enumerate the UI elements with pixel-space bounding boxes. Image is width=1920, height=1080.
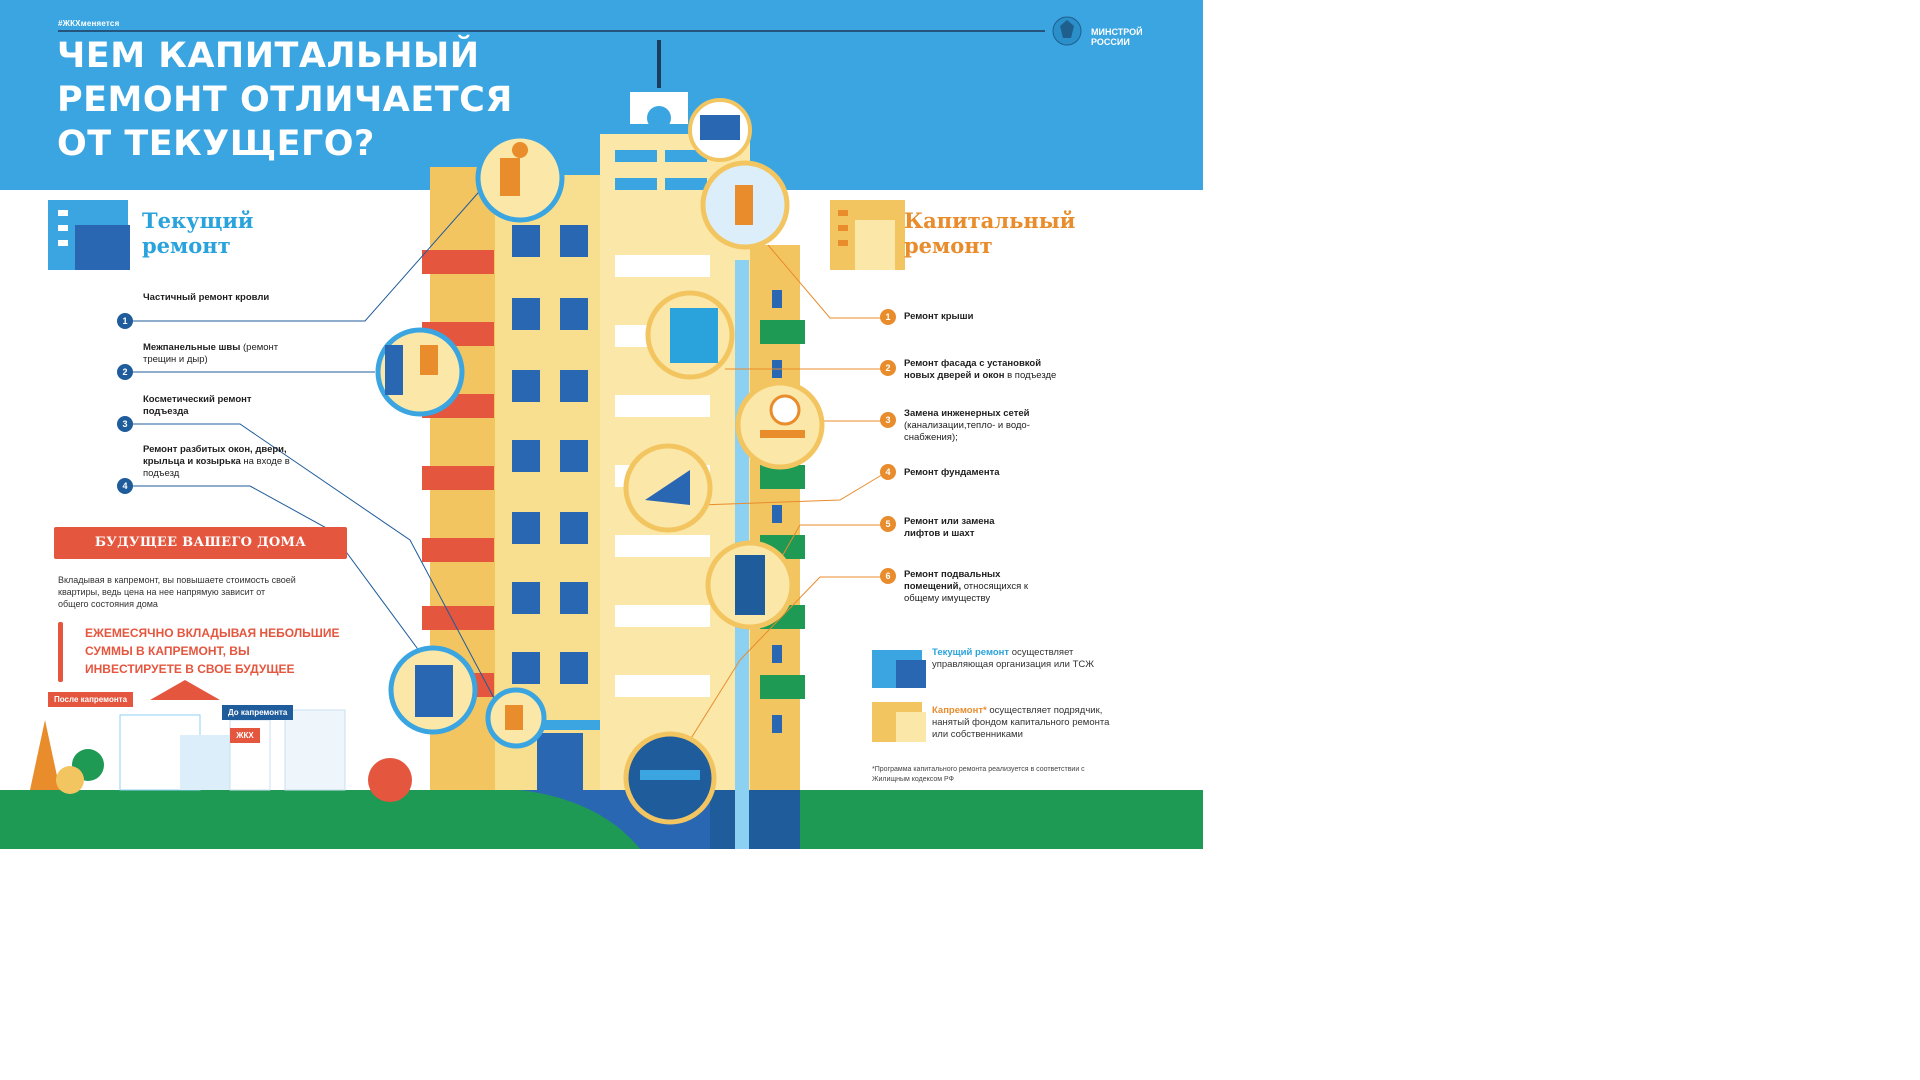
capital-repair-item-text: Ремонт подвальных помещений, относящихся… [904, 569, 1034, 605]
detail-circle-current-3 [485, 687, 547, 749]
current-connectors [131, 184, 496, 701]
current-repair-building-icon [48, 200, 130, 270]
current-repair-number-badge: 1 [117, 313, 133, 329]
current-repair-item-text: Частичный ремонт кровли [143, 292, 273, 304]
current-repair-item-text: Ремонт разбитых окон, двери, крыльца и к… [143, 444, 293, 480]
before-repair-tag: До капремонта [222, 705, 294, 720]
capital-repair-item-text: Ремонт фундамента [904, 467, 1054, 479]
detail-circle-capital-4 [623, 443, 713, 533]
page-title: ЧЕМ КАПИТАЛЬНЫЙ РЕМОНТ ОТЛИЧАЕТСЯ ОТ ТЕК… [57, 36, 513, 164]
elevator-shaft [735, 260, 749, 790]
current-repair-item-text: Косметический ремонт подъезда [143, 394, 273, 418]
capital-repair-item-note: относящихся к общему имуществу [904, 581, 1029, 604]
capital-repair-item-text: Замена инженерных сетей (канализации,теп… [904, 408, 1054, 444]
capital-repair-number-badge: 5 [880, 516, 896, 532]
capital-repair-item-title: Ремонт крыши [904, 311, 974, 322]
footnote: *Программа капитального ремонта реализуе… [872, 766, 1085, 783]
current-repair-item-text: Межпанельные швы (ремонт трещин и дыр) [143, 342, 283, 366]
current-repair-number-badge: 3 [117, 416, 133, 432]
detail-circle-capital-1 [688, 98, 752, 162]
future-banner-label: БУДУЩЕЕ ВАШЕГО ДОМА [94, 535, 307, 550]
capital-repair-item-title: Замена инженерных сетей [904, 408, 1030, 419]
detail-circle-capital-3 [735, 380, 825, 470]
current-repair-item-title: Ремонт разбитых окон, двери, крыльца и к… [143, 444, 287, 467]
capital-repair-number-badge: 2 [880, 360, 896, 376]
current-repair-item-title: Частичный ремонт кровли [143, 292, 270, 303]
capital-repair-number-badge: 1 [880, 309, 896, 325]
capital-connectors [689, 244, 886, 741]
current-repair-item-title: Косметический ремонт подъезда [143, 394, 252, 417]
future-description: Вкладывая в капремонт, вы повышаете стои… [58, 575, 296, 609]
infographic-poster: #ЖКХменяется ЧЕМ КАПИТАЛЬНЫЙ РЕМОНТ ОТЛИ… [0, 0, 1203, 849]
detail-circle-current-1 [475, 133, 565, 223]
legend-current-icon [872, 650, 926, 688]
legend-current: Текущий ремонт осуществляет управляющая … [932, 647, 1112, 671]
capital-repair-item-text: Ремонт или замена лифтов и шахт [904, 516, 1024, 540]
entrance-door [537, 733, 583, 790]
entrance-canopy [520, 720, 600, 730]
capital-repair-building-icon [830, 200, 905, 270]
building-illustration [0, 0, 1203, 849]
current-repair-number-badge: 2 [117, 364, 133, 380]
capital-repair-item-note: (канализации,тепло- и водо-снабжения); [904, 420, 1030, 443]
capital-repair-item-text: Ремонт крыши [904, 311, 1064, 323]
capital-repair-item-title: Ремонт или замена лифтов и шахт [904, 516, 995, 539]
detail-circle-capital-1b [700, 160, 790, 250]
legend-capital-text: осуществляет подрядчик, нанятый фондом к… [932, 705, 1110, 740]
legend-current-text: осуществляет управляющая организация или… [932, 647, 1095, 670]
capital-repair-item-title: Ремонт фасада с установкой новых дверей … [904, 358, 1042, 381]
capital-repair-item-title: Ремонт фундамента [904, 467, 1000, 478]
capital-repair-item-note: в подъезде [1004, 370, 1057, 381]
jkh-sign: ЖКХ [230, 728, 260, 743]
detail-circle-current-4 [388, 645, 478, 735]
future-banner: БУДУЩЕЕ ВАШЕГО ДОМА [54, 527, 347, 559]
accent-bar [58, 622, 63, 682]
legend-current-label: Текущий ремонт [932, 647, 1010, 658]
detail-circle-capital-6 [623, 731, 717, 825]
capital-repair-number-badge: 6 [880, 568, 896, 584]
detail-circle-current-2 [375, 327, 465, 417]
invest-slogan: ЕЖЕМЕСЯЧНО ВКЛАДЫВАЯ НЕБОЛЬШИЕ СУММЫ В К… [85, 626, 340, 676]
detail-circle-capital-2 [645, 290, 735, 380]
capital-repair-number-badge: 3 [880, 412, 896, 428]
current-repair-title: Текущий ремонт [142, 208, 254, 258]
legend-capital: Капремонт* осуществляет подрядчик, нанят… [932, 705, 1122, 741]
antenna [657, 40, 661, 88]
capital-repair-item-title: Ремонт подвальных помещений, [904, 569, 1001, 592]
current-repair-item-note: на входе в подъезд [143, 456, 290, 479]
after-repair-tag: После капремонта [48, 692, 134, 707]
capital-repair-title: Капитальный ремонт [904, 208, 1076, 258]
current-repair-item-title: Межпанельные швы [143, 342, 241, 353]
elevator-shaft-underground [735, 790, 749, 849]
hashtag: #ЖКХменяется [58, 19, 120, 28]
capital-repair-number-badge: 4 [880, 464, 896, 480]
legend-capital-icon [872, 702, 926, 742]
ministry-logo-text: МИНСТРОЙ РОССИИ [1091, 27, 1143, 47]
current-repair-item-note: (ремонт трещин и дыр) [143, 342, 279, 365]
detail-circle-capital-5 [705, 540, 795, 630]
current-repair-number-badge: 4 [117, 478, 133, 494]
capital-repair-item-text: Ремонт фасада с установкой новых дверей … [904, 358, 1074, 382]
ministry-emblem-icon [1052, 16, 1082, 46]
legend-capital-label: Капремонт* [932, 705, 987, 716]
